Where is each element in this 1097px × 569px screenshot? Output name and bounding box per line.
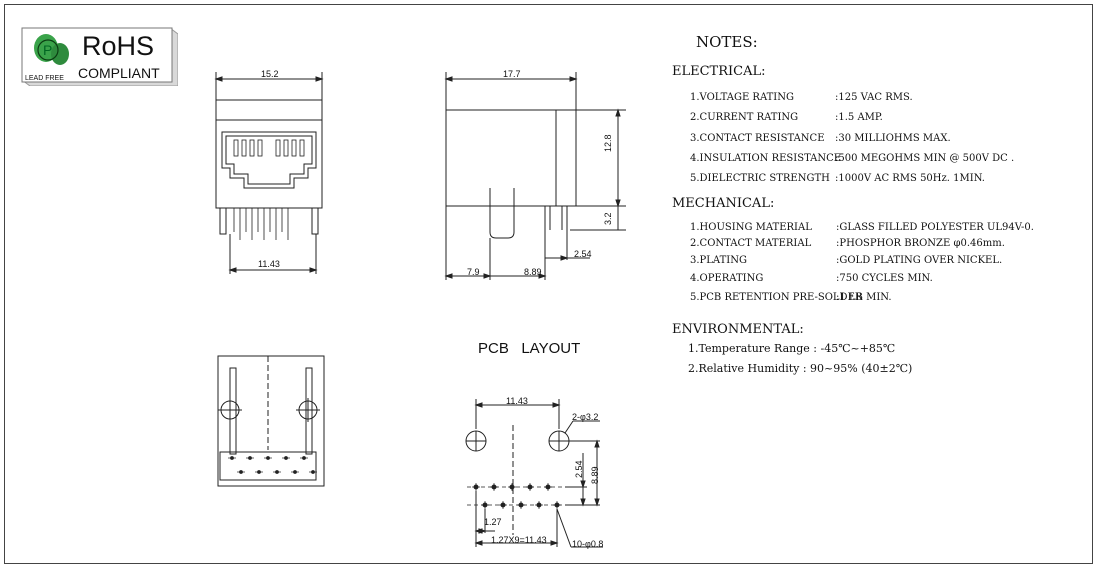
electrical-item-label: 3.CONTACT RESISTANCE — [690, 133, 825, 144]
electrical-item-value: :1000V AC RMS 50Hz. 1MIN. — [835, 173, 985, 184]
electrical-item-label: 2.CURRENT RATING — [690, 112, 799, 123]
side-pitch-dim: 2.54 — [574, 249, 592, 259]
mechanical-item-label: 5.PCB RETENTION PRE-SOLDER — [690, 292, 863, 303]
pcb-total-dim: 1.27X9=11.43 — [491, 535, 547, 545]
mechanical-item-label: 4.OPERATING — [690, 273, 764, 284]
logo-rohs: RoHS — [82, 31, 154, 61]
pcb-layout-drawing — [465, 399, 603, 548]
front-width-dim: 15.2 — [261, 69, 279, 79]
side-length-dim: 17.7 — [503, 69, 521, 79]
electrical-item-label: 1.VOLTAGE RATING — [690, 92, 794, 103]
rohs-logo: P LEAD FREE RoHS COMPLIANT — [18, 24, 179, 87]
front-pin-span-dim: 11.43 — [258, 259, 280, 269]
side-row-dim: 8.89 — [524, 267, 542, 277]
electrical-item-label: 4.INSULATION RESISTANCE — [690, 153, 842, 164]
mechanical-item-value: :GLASS FILLED POLYESTER UL94V-0. — [836, 222, 1034, 233]
mechanical-item-value: :1 LB MIN. — [836, 292, 892, 303]
leaf-icon — [34, 34, 69, 65]
electrical-item-value: :1.5 AMP. — [835, 112, 883, 123]
logo-letter: P — [43, 42, 52, 58]
pcb-pin-callout: 10-φ0.8 — [572, 539, 604, 549]
mechanical-item-label: 1.HOUSING MATERIAL — [690, 222, 812, 233]
electrical-item-value: :125 VAC RMS. — [835, 92, 913, 103]
mechanical-item-label: 3.PLATING — [690, 255, 747, 266]
pcb-v-dim-a: 2.54 — [574, 460, 584, 478]
pcb-v-dim-b: 8.89 — [590, 466, 600, 484]
logo-lead-free: LEAD FREE — [25, 75, 64, 82]
front-view-drawing — [214, 72, 324, 274]
environmental-item: 1.Temperature Range : -45℃~+85℃ — [688, 342, 896, 355]
mechanical-heading: MECHANICAL: — [672, 196, 775, 211]
mechanical-item-label: 2.CONTACT MATERIAL — [690, 238, 812, 249]
pcb-hole-callout: 2-φ3.2 — [572, 412, 599, 422]
electrical-item-value: :500 MEGOHMS MIN @ 500V DC . — [835, 153, 1015, 164]
mechanical-item-value: :750 CYCLES MIN. — [836, 273, 933, 284]
mechanical-item-value: :GOLD PLATING OVER NICKEL. — [836, 255, 1003, 266]
mechanical-item-value: :PHOSPHOR BRONZE φ0.46mm. — [836, 238, 1005, 249]
logo-compliant: COMPLIANT — [78, 65, 160, 81]
electrical-heading: ELECTRICAL: — [672, 64, 766, 79]
electrical-item-value: :30 MILLIOHMS MAX. — [835, 133, 951, 144]
notes-title: NOTES: — [696, 33, 758, 51]
side-view-drawing — [444, 72, 626, 280]
environmental-item: 2.Relative Humidity : 90~95% (40±2℃) — [688, 362, 913, 375]
side-height-dim: 12.8 — [603, 134, 613, 152]
electrical-item-label: 5.DIELECTRIC STRENGTH — [690, 173, 830, 184]
side-pin-len-dim: 3.2 — [603, 212, 613, 225]
pcb-span-dim: 11.43 — [506, 396, 528, 406]
bottom-view-drawing — [217, 355, 325, 487]
drawing-frame — [4, 4, 1093, 564]
side-offset-dim: 7.9 — [467, 267, 480, 277]
pcb-pitch-dim: 1.27 — [484, 517, 502, 527]
pcb-layout-title: PCB LAYOUT — [478, 340, 581, 357]
environmental-heading: ENVIRONMENTAL: — [672, 322, 804, 337]
